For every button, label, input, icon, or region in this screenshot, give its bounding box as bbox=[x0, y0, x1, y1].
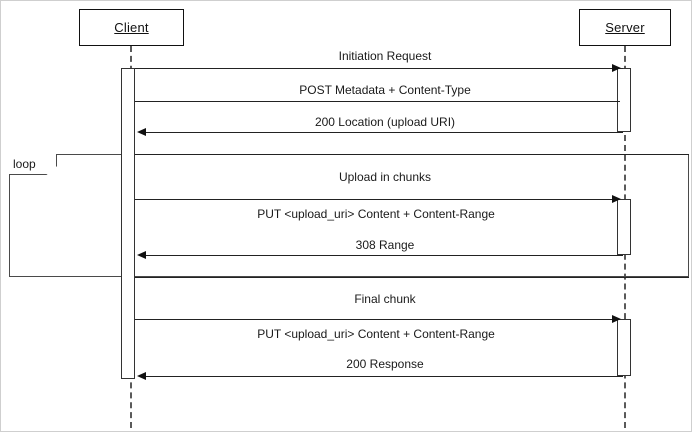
message-label-upload-in-chunks: Upload in chunks bbox=[338, 170, 432, 184]
message-separator-final-chunk bbox=[135, 277, 689, 278]
participant-server-label: Server bbox=[605, 20, 645, 35]
message-label-200-location: 200 Location (upload URI) bbox=[314, 115, 456, 129]
message-line-post-metadata[interactable] bbox=[135, 101, 620, 102]
message-line-200-response[interactable] bbox=[141, 376, 623, 377]
message-arrowhead-put-chunk bbox=[612, 195, 621, 203]
message-separator-upload-in-chunks bbox=[135, 154, 689, 155]
message-line-308-range[interactable] bbox=[141, 255, 623, 256]
message-arrowhead-308-range bbox=[137, 250, 146, 259]
activation-server-initiation bbox=[617, 68, 631, 132]
message-arrowhead-put-final-chunk bbox=[612, 315, 621, 323]
message-label-post-metadata: POST Metadata + Content-Type bbox=[299, 83, 471, 97]
message-label-200-response: 200 Response bbox=[346, 357, 424, 371]
message-label-308-range: 308 Range bbox=[355, 238, 415, 252]
message-separator-initiation bbox=[135, 68, 623, 69]
message-arrowhead-post-metadata bbox=[612, 64, 621, 72]
message-arrowhead-200-location bbox=[137, 127, 146, 136]
message-arrowhead-200-response bbox=[137, 371, 146, 380]
message-line-200-location[interactable] bbox=[141, 132, 623, 133]
activation-server-final bbox=[617, 319, 631, 376]
fragment-loop-label: loop bbox=[13, 157, 36, 171]
activation-server-chunk bbox=[617, 199, 631, 255]
fragment-loop-tag: loop bbox=[9, 154, 57, 175]
message-label-initiation-request: Initiation Request bbox=[338, 49, 432, 63]
message-label-put-final-chunk: PUT <upload_uri> Content + Content-Range bbox=[257, 327, 495, 341]
message-label-final-chunk: Final chunk bbox=[354, 292, 416, 306]
participant-client[interactable]: Client bbox=[79, 9, 184, 46]
participant-server[interactable]: Server bbox=[579, 9, 671, 46]
activation-client bbox=[121, 68, 135, 379]
message-line-put-final-chunk[interactable] bbox=[135, 319, 620, 320]
participant-client-label: Client bbox=[114, 20, 149, 35]
message-line-put-chunk[interactable] bbox=[135, 199, 620, 200]
message-label-put-chunk: PUT <upload_uri> Content + Content-Range bbox=[257, 207, 495, 221]
